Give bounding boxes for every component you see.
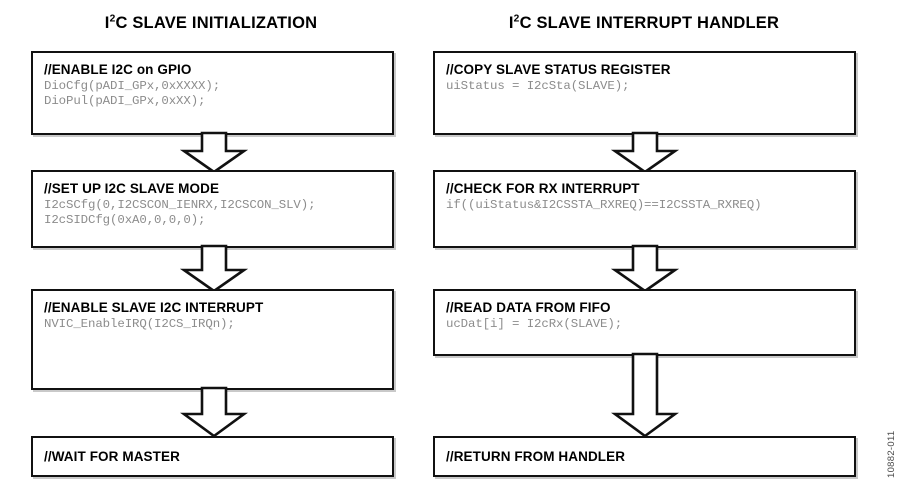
column-title-interrupt-handler-prefix: I bbox=[508, 14, 514, 32]
step-heading: //SET UP I2C SLAVE MODE bbox=[44, 181, 220, 196]
step-heading: //ENABLE SLAVE I2C INTERRUPT bbox=[44, 300, 264, 315]
step-code: ucDat[i] = I2cRx(SLAVE); bbox=[446, 316, 623, 331]
step-heading: //RETURN FROM HANDLER bbox=[446, 448, 626, 464]
step-box-content: //SET UP I2C SLAVE MODE I2cSCfg(0,I2CSCO… bbox=[33, 172, 392, 228]
column-title-interrupt-handler-rest: C SLAVE INTERRUPT HANDLER bbox=[519, 14, 780, 32]
step-heading: //WAIT FOR MASTER bbox=[44, 448, 180, 464]
step-heading: //COPY SLAVE STATUS REGISTER bbox=[446, 62, 671, 77]
step-box-content: //WAIT FOR MASTER bbox=[33, 438, 392, 475]
step-heading: //CHECK FOR RX INTERRUPT bbox=[446, 181, 640, 196]
step-box-content: //COPY SLAVE STATUS REGISTER uiStatus = … bbox=[435, 53, 854, 94]
step-box-read-data-from-fifo[interactable]: //READ DATA FROM FIFO ucDat[i] = I2cRx(S… bbox=[433, 289, 856, 356]
column-title-initialization-superscript: 2 bbox=[109, 13, 116, 25]
column-title-interrupt-handler-superscript: 2 bbox=[513, 13, 520, 25]
step-box-content: //ENABLE SLAVE I2C INTERRUPT NVIC_Enable… bbox=[33, 291, 392, 332]
flow-arrow-down-3 bbox=[180, 386, 248, 438]
step-heading: //READ DATA FROM FIFO bbox=[446, 300, 611, 315]
step-box-content: //ENABLE I2C on GPIO DioCfg(pADI_GPx,0xX… bbox=[33, 53, 392, 109]
column-title-interrupt-handler: I2C SLAVE INTERRUPT HANDLER bbox=[432, 14, 856, 33]
step-heading: //ENABLE I2C on GPIO bbox=[44, 62, 192, 77]
step-code: if((uiStatus&I2CSSTA_RXREQ)==I2CSSTA_RXR… bbox=[446, 197, 762, 212]
step-box-return-from-handler[interactable]: //RETURN FROM HANDLER bbox=[433, 436, 856, 477]
step-code: DioCfg(pADI_GPx,0xXXXX); DioPul(pADI_GPx… bbox=[44, 78, 221, 109]
step-box-wait-for-master[interactable]: //WAIT FOR MASTER bbox=[31, 436, 394, 477]
flow-arrow-down-6 bbox=[611, 352, 679, 438]
step-box-enable-slave-i2c-interrupt[interactable]: //ENABLE SLAVE I2C INTERRUPT NVIC_Enable… bbox=[31, 289, 394, 390]
flow-arrow-down-2 bbox=[179, 244, 249, 293]
column-title-initialization-rest: C SLAVE INITIALIZATION bbox=[115, 14, 318, 32]
flow-arrow-down-1 bbox=[179, 131, 249, 174]
step-box-copy-slave-status-register[interactable]: //COPY SLAVE STATUS REGISTER uiStatus = … bbox=[433, 51, 856, 135]
column-title-initialization-prefix: I bbox=[104, 14, 110, 32]
figure-id-label: 10882-011 bbox=[886, 430, 897, 478]
flow-arrow-down-5 bbox=[610, 244, 680, 293]
step-box-set-up-i2c-slave-mode[interactable]: //SET UP I2C SLAVE MODE I2cSCfg(0,I2CSCO… bbox=[31, 170, 394, 248]
step-code: I2cSCfg(0,I2CSCON_IENRX,I2CSCON_SLV); I2… bbox=[44, 197, 316, 228]
step-box-content: //RETURN FROM HANDLER bbox=[435, 438, 854, 475]
step-box-check-for-rx-interrupt[interactable]: //CHECK FOR RX INTERRUPT if((uiStatus&I2… bbox=[433, 170, 856, 248]
step-box-content: //CHECK FOR RX INTERRUPT if((uiStatus&I2… bbox=[435, 172, 854, 213]
column-title-initialization: I2C SLAVE INITIALIZATION bbox=[26, 14, 396, 33]
step-box-content: //READ DATA FROM FIFO ucDat[i] = I2cRx(S… bbox=[435, 291, 854, 332]
step-box-enable-i2c-on-gpio[interactable]: //ENABLE I2C on GPIO DioCfg(pADI_GPx,0xX… bbox=[31, 51, 394, 135]
step-code: NVIC_EnableIRQ(I2CS_IRQn); bbox=[44, 316, 235, 331]
flow-arrow-down-4 bbox=[610, 131, 680, 174]
step-code: uiStatus = I2cSta(SLAVE); bbox=[446, 78, 630, 93]
